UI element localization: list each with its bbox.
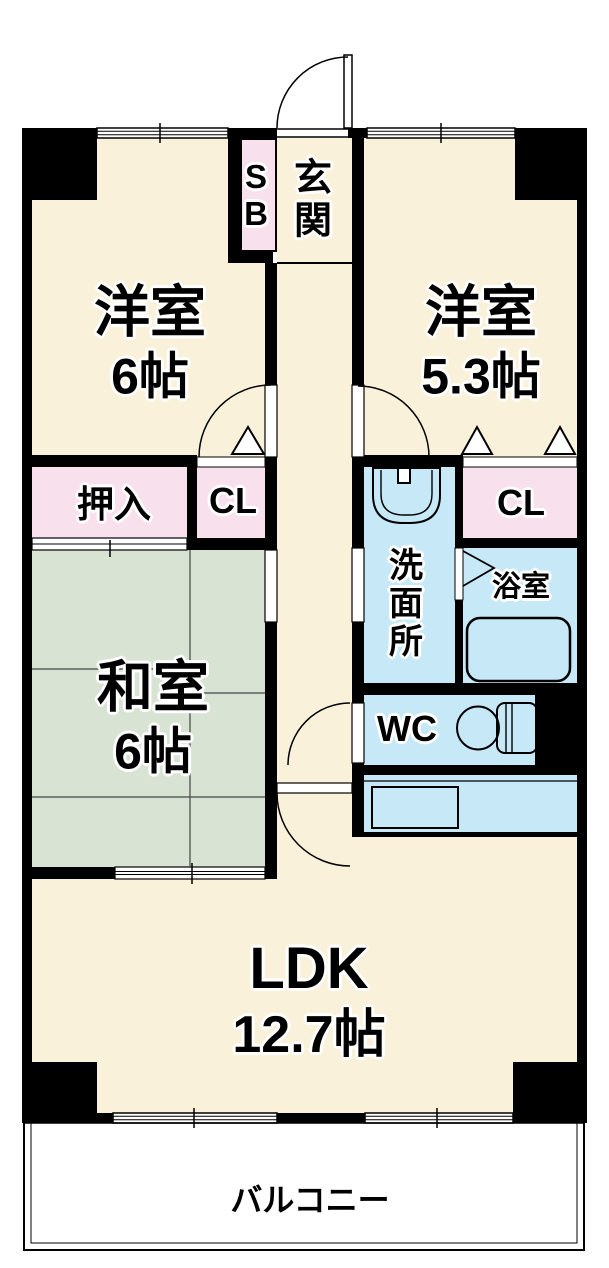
wall-bottom-seg-a xyxy=(93,1113,113,1123)
room-size: 6帖 xyxy=(111,348,189,405)
wall-corner-top-right xyxy=(515,128,587,200)
floor-oshiire xyxy=(32,467,187,538)
wall-left-exterior xyxy=(22,128,32,1123)
label-washroom: 洗面所 xyxy=(389,546,423,662)
room-label-western-b: 洋室 5.3帖 xyxy=(421,278,541,407)
doorway-toilet xyxy=(351,702,365,764)
room-size: 6帖 xyxy=(114,723,192,780)
entrance-door xyxy=(276,54,353,138)
room-size: 5.3帖 xyxy=(421,348,541,405)
label-shoe-box: SB xyxy=(244,158,268,232)
room-name: LDK xyxy=(249,936,369,1002)
wall-corridor-right-a xyxy=(352,138,364,385)
wall-corner-top-left xyxy=(22,128,97,200)
wall-oshiire-closet-divider xyxy=(187,455,197,550)
wall-corner-bottom-right xyxy=(513,1062,587,1123)
label-bathroom: 浴室 xyxy=(491,571,551,603)
wall-corridor-left-c xyxy=(265,622,277,879)
wall-corridor-right-c xyxy=(352,622,364,703)
floor-ldk-right xyxy=(352,836,577,879)
floor-ldk-corridor-join xyxy=(277,793,352,879)
closet-b-opening xyxy=(462,456,578,468)
floor-entrance-hall-corridor xyxy=(277,138,352,793)
wall-japanese-room-bottom xyxy=(22,867,115,879)
wall-washroom-right-a xyxy=(455,467,463,548)
wall-washroom-right-b xyxy=(455,600,463,683)
doorway-japanese-room xyxy=(264,549,278,623)
label-oshiire: 押入 xyxy=(77,484,151,525)
doorway-washroom xyxy=(351,547,365,623)
room-label-japanese: 和室 6帖 xyxy=(97,653,209,782)
wall-mid-right xyxy=(352,455,463,467)
closet-a-opening xyxy=(196,456,266,468)
room-name: 洋室 xyxy=(94,280,206,344)
label-entrance: 玄関 xyxy=(293,157,332,242)
wall-toilet-bottom xyxy=(352,765,587,775)
wall-corridor-left-a xyxy=(265,263,277,385)
doorway-bathroom xyxy=(454,547,464,601)
wall-corridor-right-b xyxy=(352,457,364,548)
wall-shoebox-bottom xyxy=(228,252,273,263)
floor-shoe-box xyxy=(240,138,277,252)
room-label-ldk: LDK 12.7帖 xyxy=(232,934,385,1066)
wall-corridor-left-b xyxy=(265,457,277,550)
room-name: 洋室 xyxy=(424,280,537,344)
floor-japanese-room xyxy=(32,550,265,867)
floor-kitchen-counter-area xyxy=(364,775,577,832)
wall-corner-bottom-left xyxy=(22,1062,97,1123)
floor-ldk-main xyxy=(32,879,577,1113)
label-balcony: バルコニー xyxy=(230,1182,390,1218)
floor-closet-b xyxy=(463,467,577,538)
wall-corridor-right-d xyxy=(352,763,364,836)
room-size: 12.7帖 xyxy=(232,1005,386,1064)
wall-shoebox-left xyxy=(228,128,240,263)
wall-toilet-right-mass xyxy=(535,683,587,775)
wall-top-seg-b xyxy=(348,128,367,138)
room-name: 和室 xyxy=(97,655,209,719)
wall-top-seg-a xyxy=(228,128,277,138)
label-toilet: WC xyxy=(377,708,437,749)
wall-right-exterior xyxy=(577,128,587,1123)
wall-under-closet-a xyxy=(187,538,265,550)
label-closet-a: CL xyxy=(209,480,257,521)
doorway-western-b xyxy=(351,384,365,458)
label-closet-b: CL xyxy=(497,482,545,523)
doorway-western-a xyxy=(264,384,278,458)
wall-under-closet-b xyxy=(463,538,587,548)
wall-bottom-seg-b xyxy=(277,1113,365,1123)
wall-mid-left xyxy=(22,455,197,467)
wall-kitchen-bottom xyxy=(352,832,577,837)
room-label-western-a: 洋室 6帖 xyxy=(94,278,206,407)
floor-closet-a xyxy=(197,467,265,538)
wall-bath-bottom xyxy=(352,683,587,695)
